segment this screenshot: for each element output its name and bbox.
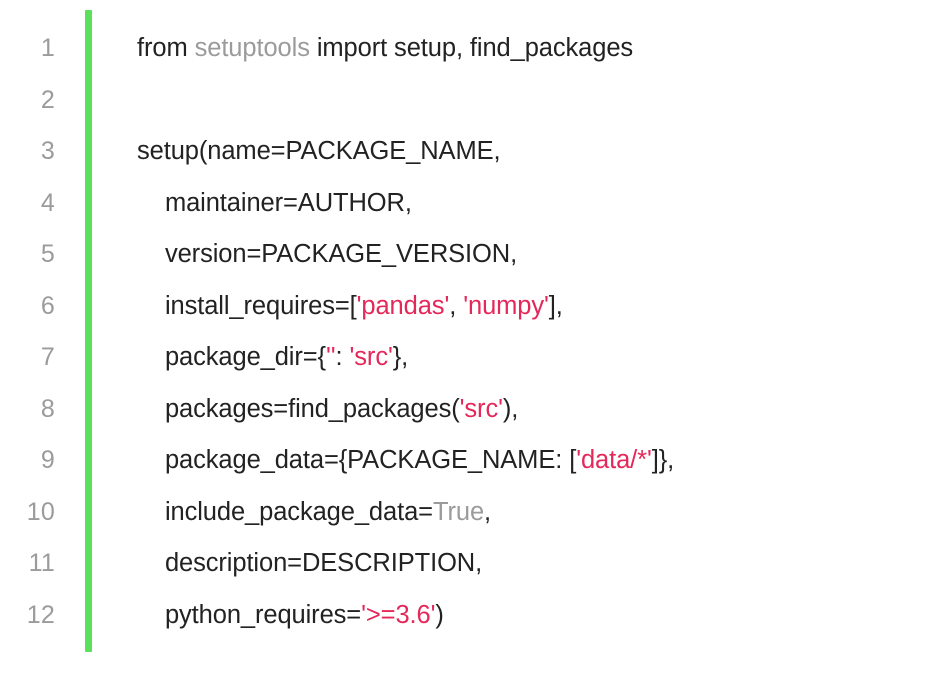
token-plain: , — [449, 291, 464, 320]
code-line-1[interactable]: from setuptools import setup, find_packa… — [137, 33, 633, 63]
code-line-10[interactable]: include_package_data=True, — [137, 497, 491, 527]
token-string: 'data/*' — [576, 446, 652, 474]
token-plain: package_data={PACKAGE_NAME: [ — [137, 446, 577, 474]
token-plain: description=DESCRIPTION, — [137, 549, 483, 577]
line-number-6: 6 — [40, 291, 55, 320]
token-plain: package_dir={ — [137, 343, 326, 371]
line-number-2: 2 — [40, 85, 55, 114]
code-line-5[interactable]: version=PACKAGE_VERSION, — [137, 239, 517, 269]
token-string: 'numpy' — [463, 291, 549, 320]
code-line-2[interactable] — [137, 85, 144, 115]
token-plain: ], — [548, 291, 563, 320]
token-plain: packages=find_packages( — [137, 394, 460, 423]
line-number-5: 5 — [40, 240, 55, 268]
line-number-11: 11 — [28, 549, 55, 577]
token-plain: version=PACKAGE_VERSION, — [137, 240, 518, 268]
code-line-3[interactable]: setup(name=PACKAGE_NAME, — [137, 136, 501, 166]
line-number-4: 4 — [40, 188, 55, 217]
code-line-8[interactable]: packages=find_packages('src'), — [137, 394, 518, 424]
code-line-4[interactable]: maintainer=AUTHOR, — [137, 188, 412, 218]
green-accent-bar — [85, 10, 92, 652]
line-number-12: 12 — [26, 600, 55, 629]
token-plain: install_requires=[ — [137, 291, 357, 320]
token-string: 'pandas' — [356, 291, 450, 320]
token-string: '' — [325, 343, 336, 371]
token-plain: python_requires= — [137, 600, 362, 629]
token-muted: True — [432, 497, 485, 526]
line-number-8: 8 — [40, 394, 55, 423]
code-line-12[interactable]: python_requires='>=3.6') — [137, 600, 444, 630]
token-plain: maintainer=AUTHOR, — [137, 188, 412, 217]
code-line-6[interactable]: install_requires=['pandas', 'numpy'], — [137, 291, 563, 321]
line-number-10: 10 — [26, 497, 55, 526]
line-number-1: 1 — [40, 34, 55, 62]
token-plain: setup(name=PACKAGE_NAME, — [137, 137, 501, 165]
code-content-area[interactable]: from setuptools import setup, find_packa… — [137, 0, 930, 684]
token-string: '>=3.6' — [361, 600, 436, 629]
token-plain: ) — [435, 600, 444, 629]
line-number-7: 7 — [40, 343, 55, 371]
token-muted: setuptools — [194, 34, 310, 62]
token-plain: , — [484, 497, 492, 526]
token-plain: include_package_data= — [137, 497, 433, 526]
token-plain: import setup, find_packages — [309, 34, 634, 62]
token-plain: from — [137, 34, 195, 62]
token-plain: ), — [502, 394, 519, 423]
token-plain: ]}, — [651, 446, 675, 474]
token-plain: }, — [392, 343, 409, 371]
token-string: 'src' — [349, 343, 393, 371]
code-line-7[interactable]: package_dir={'': 'src'}, — [137, 342, 408, 372]
line-number-3: 3 — [40, 137, 55, 165]
token-plain: : — [335, 343, 350, 371]
code-line-9[interactable]: package_data={PACKAGE_NAME: ['data/*']}, — [137, 445, 674, 475]
token-string: 'src' — [459, 394, 503, 423]
code-line-11[interactable]: description=DESCRIPTION, — [137, 548, 482, 578]
line-number-9: 9 — [40, 446, 55, 474]
